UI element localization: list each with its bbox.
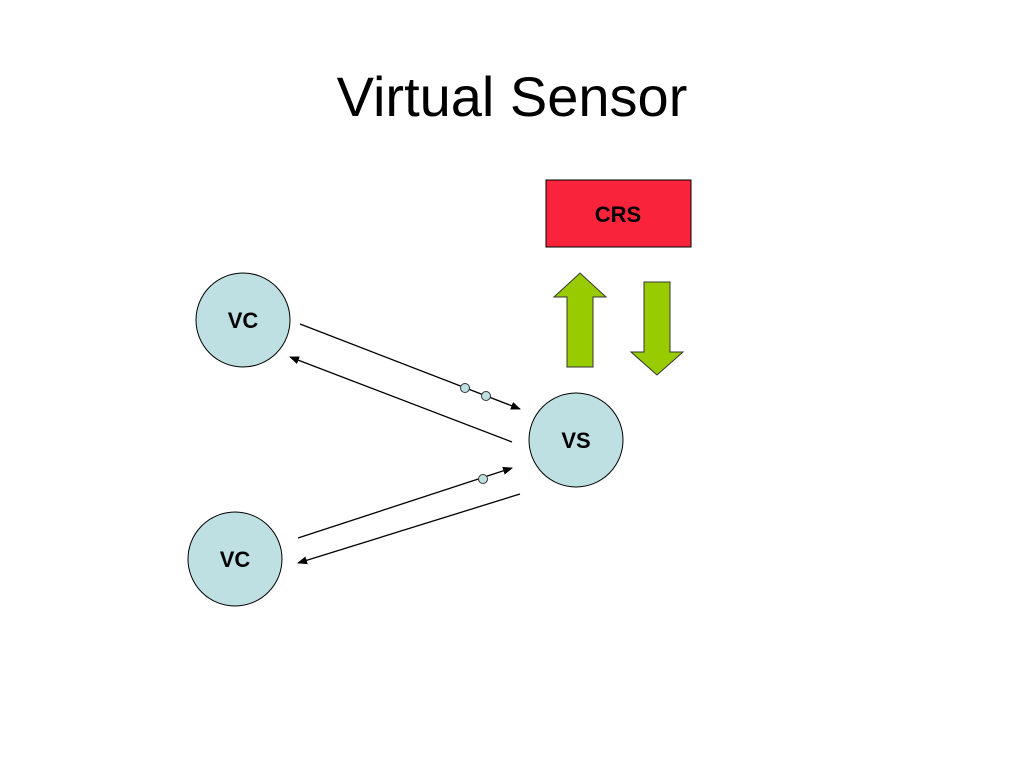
- link-vs-to-vc-bottom: [297, 493, 521, 565]
- crs-label: CRS: [595, 202, 641, 227]
- vs-circle: [528, 392, 624, 488]
- link-vc-bottom-to-vs: [297, 466, 513, 539]
- packet-dot: [478, 474, 488, 484]
- down-arrow-icon: [629, 281, 685, 376]
- vc-bottom-node: VC: [187, 511, 283, 607]
- vc-top-circle: [195, 272, 291, 368]
- up-arrow-icon: [552, 272, 608, 368]
- link-vs-to-vc-top: [289, 356, 513, 443]
- vc-top-label: VC: [228, 308, 259, 333]
- vc-bottom-circle: [187, 511, 283, 607]
- crs-node: CRS: [545, 179, 692, 248]
- vc-top-node: VC: [195, 272, 291, 368]
- slide-title: Virtual Sensor: [336, 65, 688, 128]
- packet-dot: [460, 383, 470, 393]
- vc-bottom-label: VC: [220, 547, 251, 572]
- crs-box: [545, 179, 692, 248]
- vs-label: VS: [561, 428, 590, 453]
- vs-node: VS: [528, 392, 624, 488]
- packet-dot: [481, 391, 491, 401]
